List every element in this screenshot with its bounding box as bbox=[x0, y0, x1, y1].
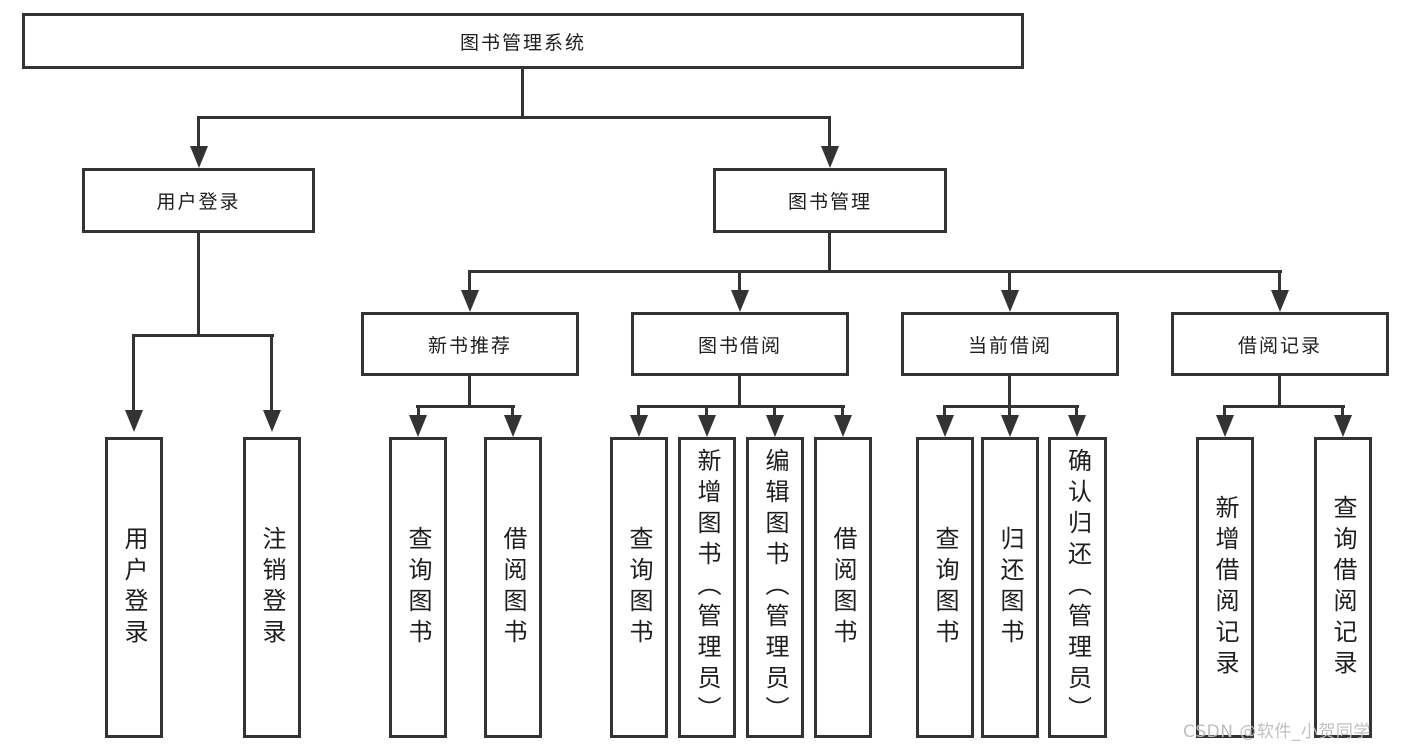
connector-line bbox=[197, 116, 200, 146]
leaf-current-confirm-return-admin: 确认归还（管理员） bbox=[1048, 437, 1107, 738]
arrow-down-icon bbox=[698, 415, 716, 437]
leaf-label: 确认归还（管理员） bbox=[1063, 448, 1092, 727]
arrow-down-icon bbox=[630, 415, 648, 437]
leaf-label: 查询图书 bbox=[931, 525, 959, 650]
leaf-current-return-books: 归还图书 bbox=[981, 437, 1039, 738]
node-book-management: 图书管理 bbox=[713, 168, 947, 233]
arrow-down-icon bbox=[821, 146, 839, 168]
connector-line bbox=[1278, 376, 1281, 407]
leaf-label: 新增图书（管理员） bbox=[693, 448, 721, 727]
connector-line bbox=[828, 116, 831, 146]
leaf-recommend-query-books: 查询图书 bbox=[389, 437, 447, 738]
leaf-borrowing-query-books: 查询图书 bbox=[610, 437, 668, 738]
arrow-down-icon bbox=[190, 146, 208, 168]
connector-line bbox=[637, 405, 640, 417]
connector-line bbox=[1223, 405, 1226, 417]
connector-line bbox=[1341, 405, 1344, 417]
arrow-down-icon bbox=[504, 415, 522, 437]
leaf-recommend-borrow-books: 借阅图书 bbox=[484, 437, 542, 738]
arrow-down-icon bbox=[1334, 415, 1352, 437]
connector-line bbox=[468, 376, 471, 407]
connector-line bbox=[738, 270, 741, 292]
leaf-label: 编辑图书（管理员） bbox=[761, 448, 789, 727]
connector-line bbox=[1223, 405, 1345, 408]
leaf-logout-login: 注销登录 bbox=[243, 437, 301, 738]
connector-line bbox=[1278, 270, 1281, 292]
leaf-user-login: 用户登录 bbox=[105, 437, 163, 738]
connector-line bbox=[738, 376, 741, 407]
connector-line bbox=[417, 405, 420, 417]
arrow-down-icon bbox=[1271, 290, 1289, 312]
node-user-login-group: 用户登录 bbox=[82, 168, 315, 233]
connector-line bbox=[1075, 405, 1078, 417]
arrow-down-icon bbox=[1001, 415, 1019, 437]
leaf-label: 借阅图书 bbox=[829, 525, 857, 650]
connector-line bbox=[521, 69, 524, 117]
leaf-label: 注销登录 bbox=[258, 525, 286, 650]
connector-line bbox=[841, 405, 844, 417]
connector-line bbox=[132, 334, 135, 410]
arrow-down-icon bbox=[766, 415, 784, 437]
leaf-label: 归还图书 bbox=[996, 525, 1024, 650]
connector-line bbox=[270, 334, 273, 410]
leaf-label: 查询图书 bbox=[625, 525, 653, 650]
arrow-down-icon bbox=[125, 410, 143, 432]
connector-line bbox=[828, 233, 831, 272]
arrow-down-icon bbox=[834, 415, 852, 437]
connector-line bbox=[1008, 376, 1011, 407]
connector-line bbox=[468, 270, 471, 292]
connector-line bbox=[705, 405, 708, 417]
connector-line bbox=[197, 116, 831, 119]
arrow-down-icon bbox=[409, 415, 427, 437]
connector-line bbox=[1008, 270, 1011, 292]
leaf-label: 借阅图书 bbox=[499, 525, 527, 650]
arrow-down-icon bbox=[1216, 415, 1234, 437]
connector-line bbox=[468, 270, 1282, 273]
connector-line bbox=[773, 405, 776, 417]
leaf-label: 用户登录 bbox=[120, 525, 148, 650]
node-current-borrowing: 当前借阅 bbox=[901, 312, 1119, 376]
connector-line bbox=[197, 233, 200, 334]
connector-line bbox=[1008, 405, 1011, 417]
arrow-down-icon bbox=[731, 290, 749, 312]
connector-line bbox=[943, 405, 1079, 408]
connector-line bbox=[637, 405, 845, 408]
arrow-down-icon bbox=[1001, 290, 1019, 312]
connector-line bbox=[416, 405, 515, 408]
connector-line bbox=[943, 405, 946, 417]
leaf-records-query-borrow-record: 查询借阅记录 bbox=[1314, 437, 1372, 738]
arrow-down-icon bbox=[461, 290, 479, 312]
node-book-borrowing: 图书借阅 bbox=[631, 312, 849, 376]
node-new-book-recommend: 新书推荐 bbox=[361, 312, 579, 376]
arrow-down-icon bbox=[1068, 415, 1086, 437]
arrow-down-icon bbox=[263, 410, 281, 432]
node-library-management-system: 图书管理系统 bbox=[22, 13, 1024, 69]
leaf-current-query-books: 查询图书 bbox=[916, 437, 974, 738]
leaf-borrowing-edit-books-admin: 编辑图书（管理员） bbox=[746, 437, 804, 738]
leaf-label: 查询图书 bbox=[404, 525, 432, 650]
arrow-down-icon bbox=[936, 415, 954, 437]
leaf-label: 新增借阅记录 bbox=[1211, 494, 1239, 681]
csdn-watermark: CSDN @软件_小贺同学 bbox=[1183, 722, 1371, 742]
node-borrowing-records: 借阅记录 bbox=[1171, 312, 1389, 376]
leaf-borrowing-borrow-books: 借阅图书 bbox=[814, 437, 872, 738]
leaf-borrowing-add-books-admin: 新增图书（管理员） bbox=[678, 437, 736, 738]
leaf-label: 查询借阅记录 bbox=[1329, 494, 1357, 681]
leaf-records-add-borrow-record: 新增借阅记录 bbox=[1196, 437, 1254, 738]
connector-line bbox=[511, 405, 514, 417]
connector-line bbox=[133, 334, 274, 337]
